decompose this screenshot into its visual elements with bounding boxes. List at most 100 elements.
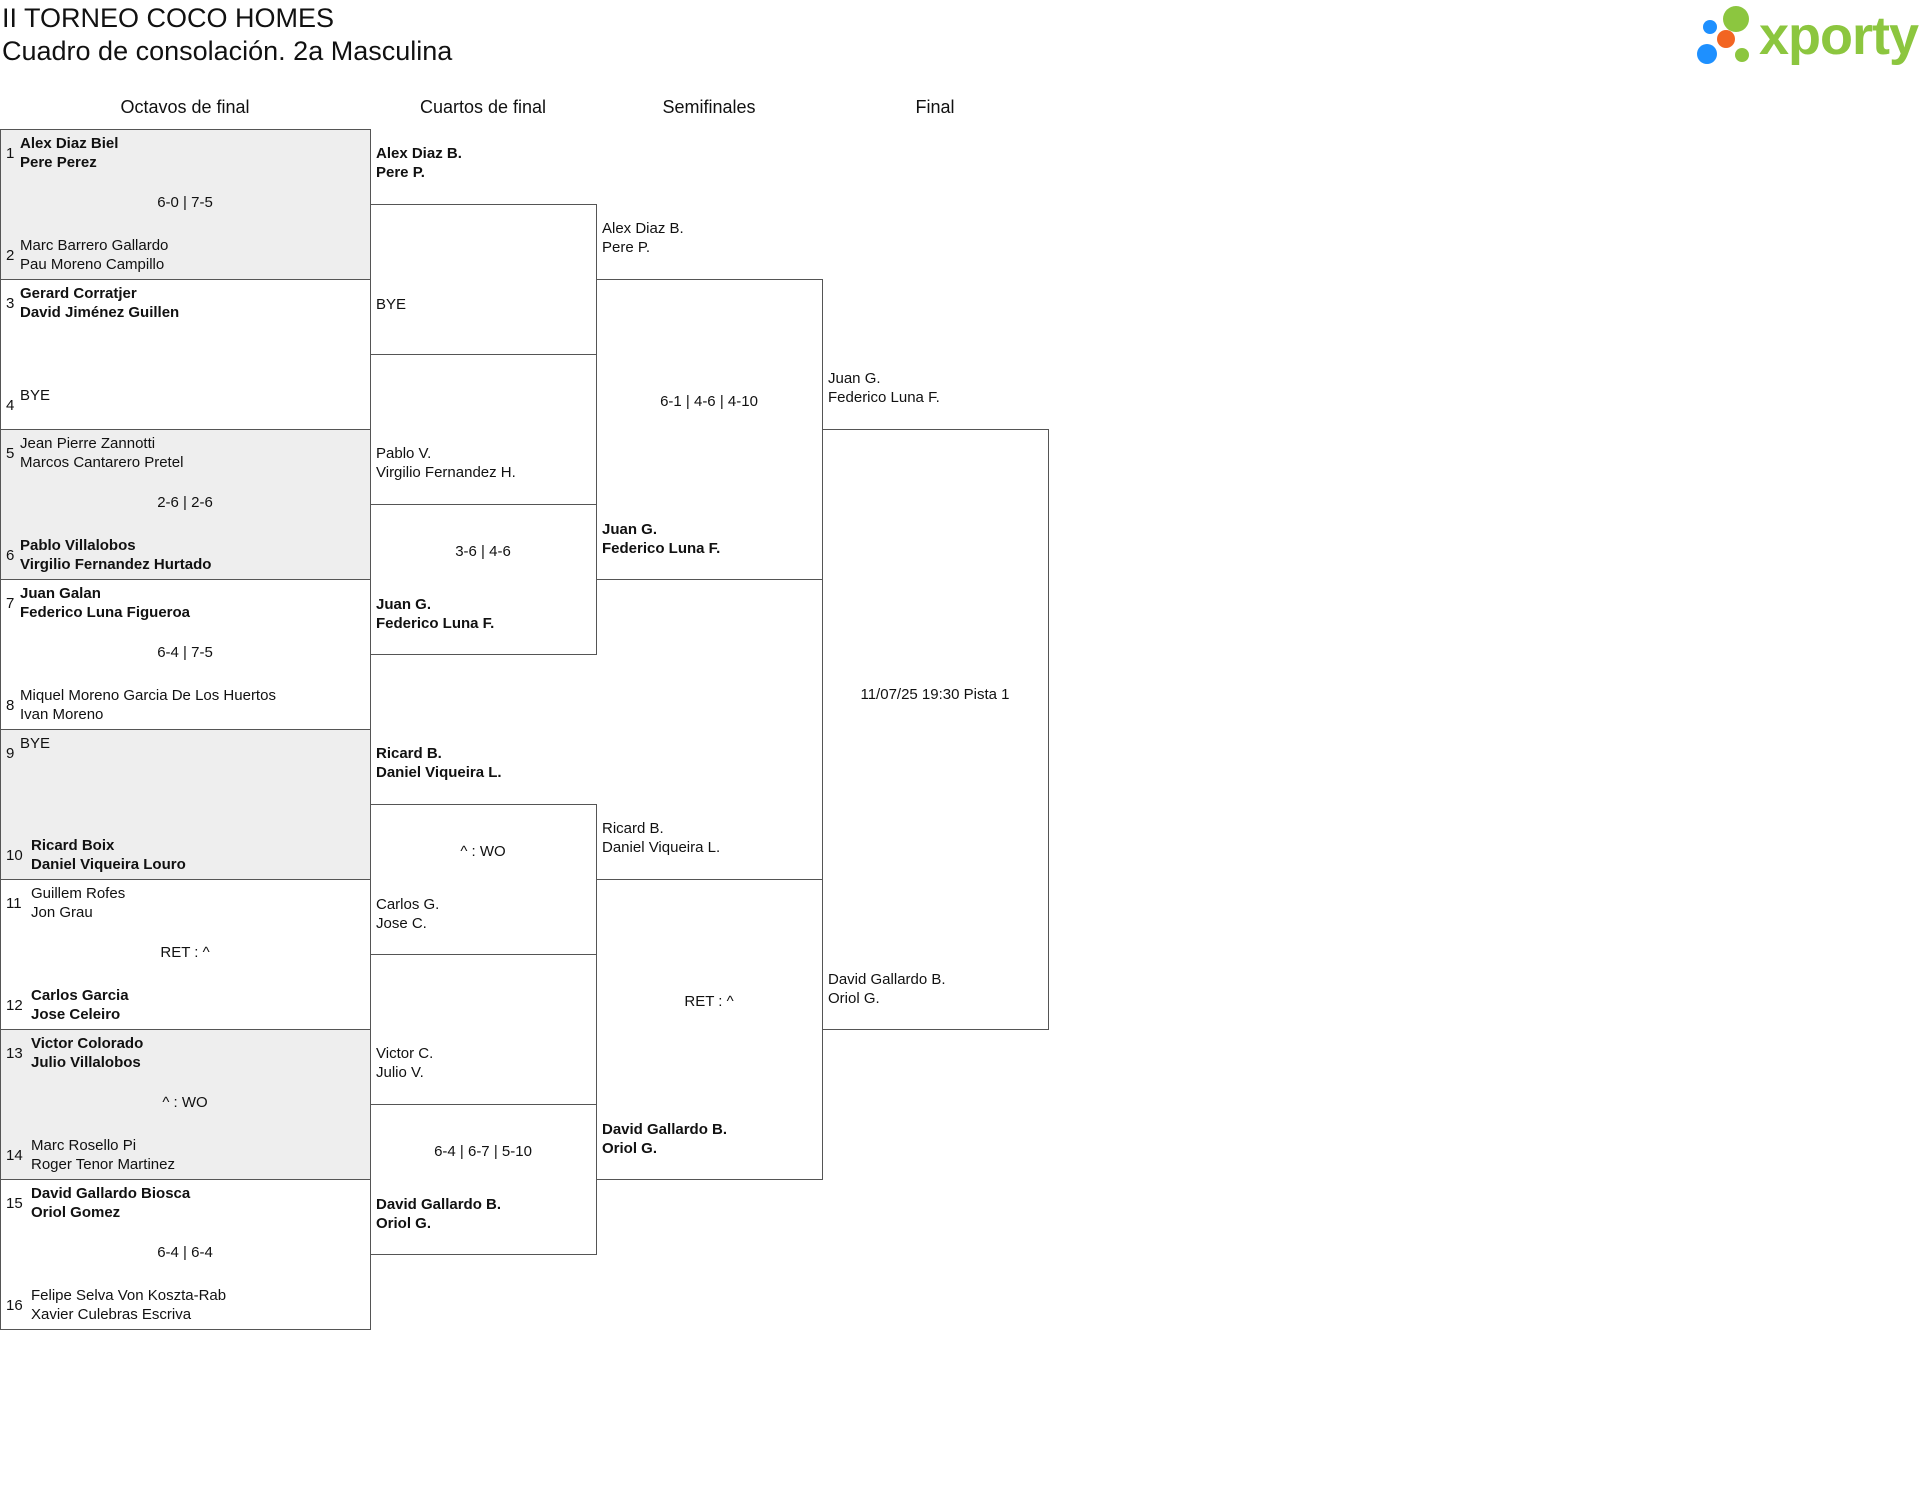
sf-team[interactable]: Ricard B.Daniel Viqueira L.: [602, 819, 720, 857]
seed-number: 16: [6, 1297, 23, 1314]
final-team[interactable]: David Gallardo B.Oriol G.: [828, 970, 946, 1008]
seed-number: 8: [6, 697, 15, 714]
r16-match-box: [0, 129, 371, 280]
player-name: Federico Luna Figueroa: [20, 604, 191, 621]
draw-subtitle: Cuadro de consolación. 2a Masculina: [2, 36, 453, 66]
qf-team[interactable]: BYE: [376, 295, 406, 314]
player-name: Marc Barrero Gallardo: [20, 237, 169, 254]
player-name: Oriol G.: [376, 1215, 432, 1232]
qf-team[interactable]: Juan G.Federico Luna F.: [376, 595, 494, 633]
player-name: Virgilio Fernandez H.: [376, 464, 516, 481]
seed-number: 14: [6, 1147, 23, 1164]
player-name: Julio V.: [376, 1064, 424, 1081]
player-name: Felipe Selva Von Koszta-Rab: [31, 1287, 227, 1304]
r16-match-score: 6-4 | 7-5: [157, 644, 213, 661]
round-header-final: Final: [915, 97, 955, 117]
player-name: Juan Galan: [20, 585, 101, 602]
seed-number: 4: [6, 397, 15, 414]
seed-number: 7: [6, 595, 15, 612]
seed-number: 15: [6, 1195, 23, 1212]
xporty-logo[interactable]: xporty: [1695, 4, 1920, 68]
sf-team[interactable]: Alex Diaz B.Pere P.: [602, 219, 684, 257]
r16-team[interactable]: BYE: [20, 386, 50, 405]
player-name: Pablo V.: [376, 445, 432, 462]
player-name: Julio Villalobos: [31, 1054, 141, 1071]
player-name: Federico Luna F.: [828, 389, 940, 406]
sf-team[interactable]: David Gallardo B. Oriol G.: [602, 1120, 727, 1158]
seed-number: 12: [6, 997, 23, 1014]
player-name: David Gallardo B.: [602, 1121, 728, 1138]
qf-match-box: [370, 204, 597, 355]
qf-match-score: 3-6 | 4-6: [455, 543, 511, 560]
seed-number: 11: [6, 895, 22, 912]
r16-match-box: [0, 729, 371, 880]
round-header-qf: Cuartos de final: [419, 97, 547, 117]
logo-dot-blue-small-icon: [1703, 20, 1717, 34]
player-name: Carlos Garcia: [31, 987, 129, 1004]
player-name: Carlos G.: [376, 896, 440, 913]
seed-number: 3: [6, 295, 15, 312]
r16-match-box: [0, 1029, 371, 1180]
player-name: Jose Celeiro: [31, 1006, 121, 1023]
player-name: Juan G.: [602, 521, 658, 538]
tournament-title: II TORNEO COCO HOMES: [2, 3, 335, 33]
player-name: Marcos Cantarero Pretel: [20, 454, 184, 471]
logo-wordmark: xporty: [1759, 6, 1919, 66]
final-match-box: [822, 429, 1049, 1030]
player-name: David Gallardo Biosca: [31, 1185, 191, 1202]
player-name: BYE: [20, 387, 51, 404]
seed-number: 2: [6, 247, 15, 264]
final-schedule: 11/07/25 19:30 Pista 1: [860, 686, 1010, 703]
qf-team[interactable]: Ricard B.Daniel Viqueira L.: [376, 744, 502, 782]
qf-team[interactable]: David Gallardo B. Oriol G.: [376, 1195, 501, 1233]
qf-team[interactable]: Alex Diaz B.Pere P.: [376, 144, 462, 182]
player-name: Xavier Culebras Escriva: [31, 1306, 192, 1323]
player-name: Daniel Viqueira L.: [602, 839, 721, 856]
player-name: Daniel Viqueira L.: [376, 764, 502, 781]
seed-number: 6: [6, 547, 15, 564]
seed-number: 1: [6, 145, 15, 162]
r16-team[interactable]: BYE: [20, 734, 50, 753]
round-header-r16: Octavos de final: [120, 97, 250, 117]
player-name: David Jiménez Guillen: [20, 304, 180, 321]
player-name: Oriol G.: [602, 1140, 658, 1157]
seed-number: 9: [6, 745, 15, 762]
final-team[interactable]: Juan G.Federico Luna F.: [828, 369, 940, 407]
player-name: Jean Pierre Zannotti: [20, 435, 156, 452]
sf-team[interactable]: Juan G.Federico Luna F.: [602, 520, 720, 558]
player-name: David Gallardo B.: [376, 1196, 502, 1213]
player-name: Roger Tenor Martinez: [31, 1156, 175, 1173]
player-name: Oriol Gomez: [31, 1204, 121, 1221]
r16-match-score: RET : ^: [160, 944, 210, 961]
qf-team[interactable]: Victor C. Julio V.: [376, 1044, 433, 1082]
logo-dot-green-small-icon: [1735, 48, 1749, 62]
qf-team[interactable]: Pablo V. Virgilio Fernandez H.: [376, 444, 516, 482]
player-name: David Gallardo B.: [828, 971, 946, 988]
player-name: Ricard Boix: [31, 837, 115, 854]
sf-match-score: 6-1 | 4-6 | 4-10: [660, 393, 758, 410]
round-header-sf: Semifinales: [662, 97, 756, 117]
r16-match-score: 6-4 | 6-4: [157, 1244, 213, 1261]
player-name: Victor C.: [376, 1045, 434, 1062]
sf-match-score: RET : ^: [684, 993, 734, 1010]
logo-dot-blue-icon: [1697, 44, 1717, 64]
r16-match-score: 6-0 | 7-5: [157, 194, 213, 211]
player-name: Juan G.: [376, 596, 432, 613]
qf-team[interactable]: Carlos G.Jose C.: [376, 895, 439, 933]
player-name: BYE: [376, 296, 407, 313]
player-name: Victor Colorado: [31, 1035, 144, 1052]
